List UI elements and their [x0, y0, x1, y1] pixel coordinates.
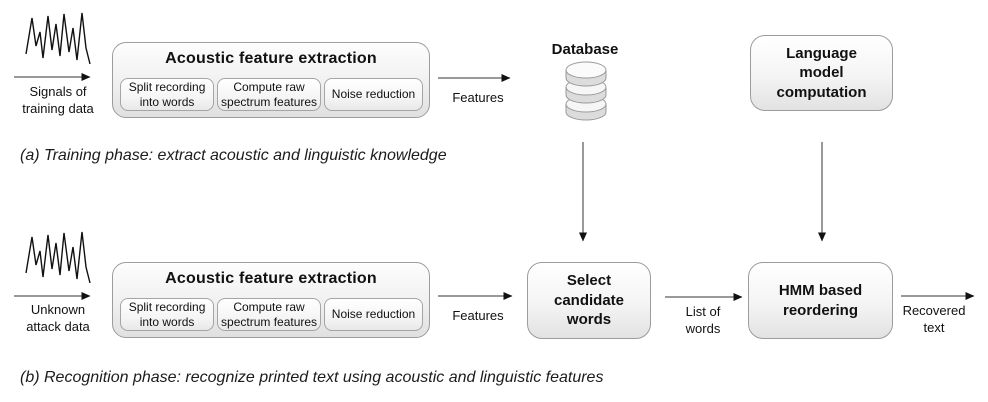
- step-compute-raw-spectrum: Compute raw spectrum features: [217, 78, 321, 111]
- afe-steps: Split recording into words Compute raw s…: [120, 298, 423, 331]
- step-split-recording: Split recording into words: [120, 78, 215, 111]
- recognition-caption: (b) Recognition phase: recognize printed…: [20, 369, 604, 386]
- training-input-label: Signals of training data: [22, 84, 94, 116]
- language-model-computation-box: Language model computation: [750, 35, 893, 111]
- recognition-input-label: Unknown attack data: [26, 302, 90, 334]
- step-noise-reduction: Noise reduction: [324, 78, 423, 111]
- recognition-features-label: Features: [452, 308, 504, 323]
- training-acoustic-feature-extraction-box: Acoustic feature extraction Split record…: [112, 42, 430, 118]
- step-compute-raw-spectrum: Compute raw spectrum features: [217, 298, 321, 331]
- waveform-icon: [25, 231, 91, 284]
- step-noise-reduction: Noise reduction: [324, 298, 423, 331]
- afe-steps: Split recording into words Compute raw s…: [120, 78, 423, 111]
- recognition-acoustic-feature-extraction-box: Acoustic feature extraction Split record…: [112, 262, 430, 338]
- afe-title: Acoustic feature extraction: [165, 270, 377, 287]
- database-label: Database: [551, 41, 619, 58]
- training-features-label: Features: [452, 90, 504, 105]
- list-of-words-label: List of words: [685, 304, 721, 336]
- training-caption: (a) Training phase: extract acoustic and…: [20, 147, 447, 164]
- recovered-text-label: Recovered text: [902, 303, 966, 335]
- select-candidate-words-box: Select candidate words: [527, 262, 651, 339]
- waveform-icon: [25, 12, 91, 65]
- database-icon: [565, 61, 607, 121]
- afe-title: Acoustic feature extraction: [165, 50, 377, 67]
- hmm-based-reordering-box: HMM based reordering: [748, 262, 893, 339]
- step-split-recording: Split recording into words: [120, 298, 215, 331]
